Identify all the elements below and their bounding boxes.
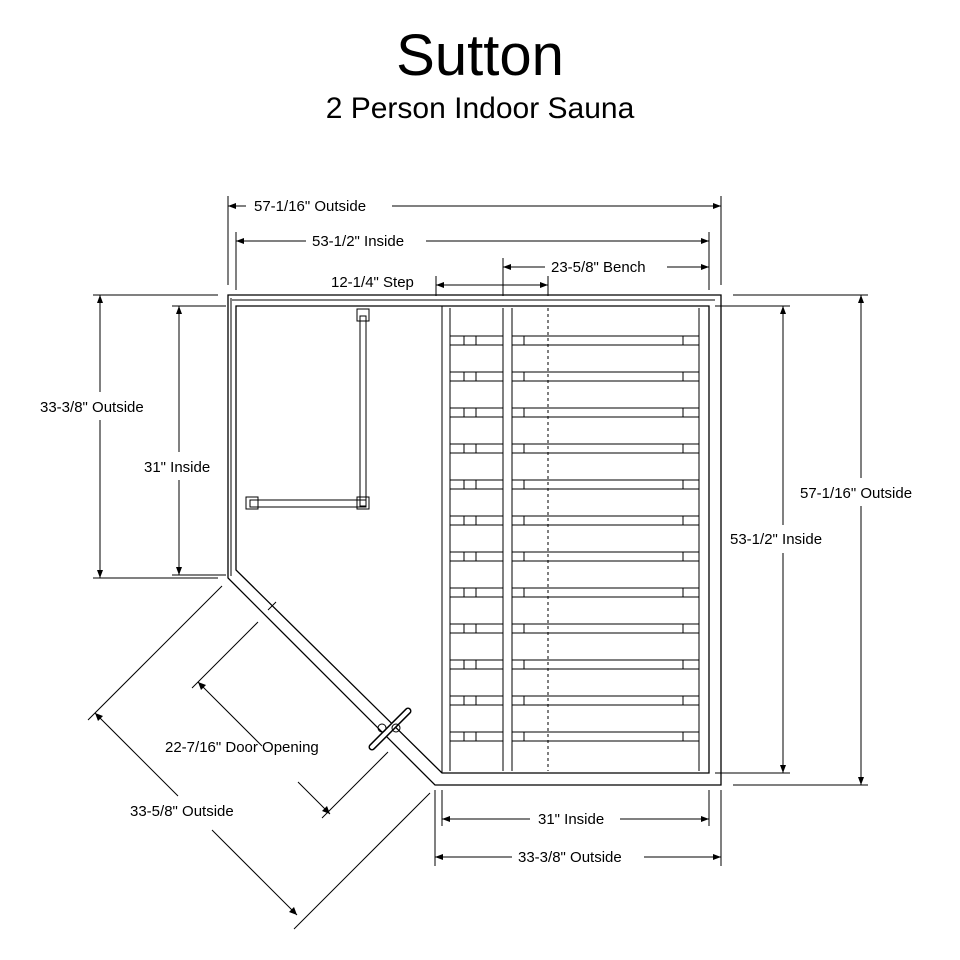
- extension-line: [321, 751, 389, 819]
- dim-top-inside: 53-1/2" Inside: [235, 232, 710, 290]
- dim-label-step: 12-1/4" Step: [331, 274, 414, 291]
- dim-right-inside: 53-1/2" Inside: [715, 305, 822, 774]
- dim-label-left-inside: 31" Inside: [144, 459, 210, 476]
- arrowhead: [701, 264, 709, 270]
- arrowhead: [436, 282, 444, 288]
- arrowhead: [780, 765, 786, 773]
- dim-label-right-inside: 53-1/2" Inside: [730, 531, 822, 548]
- arrowhead: [95, 713, 103, 721]
- inner-wall: [235, 305, 710, 774]
- arrowhead: [858, 295, 864, 303]
- dim-label-top-outside: 57-1/16" Outside: [254, 198, 366, 215]
- arrowhead: [858, 777, 864, 785]
- diagram-title: Sutton: [396, 23, 564, 88]
- arrowhead: [322, 806, 330, 814]
- guard-bracket-top: [356, 308, 370, 322]
- dim-diagonal-outside: 33-5/8" Outside: [87, 585, 431, 930]
- heater-guard: [245, 308, 370, 510]
- arrowhead: [540, 282, 548, 288]
- heater-guard-vertical: [359, 315, 367, 507]
- dimension-line: [197, 681, 263, 747]
- arrowhead: [97, 570, 103, 578]
- dim-bench: 23-5/8" Bench: [502, 258, 709, 296]
- dim-bottom-inside: 31" Inside: [441, 790, 710, 828]
- bench-slats: [450, 335, 699, 742]
- arrowhead: [435, 854, 443, 860]
- arrowhead: [713, 203, 721, 209]
- dim-label-bottom-inside: 31" Inside: [538, 811, 604, 828]
- dim-label-right-outside: 57-1/16" Outside: [800, 485, 912, 502]
- arrowhead: [442, 816, 450, 822]
- arrowhead: [97, 295, 103, 303]
- dim-label-diagonal-outside: 33-5/8" Outside: [130, 803, 234, 820]
- door-handle-mount: [391, 723, 401, 733]
- dim-label-top-inside: 53-1/2" Inside: [312, 233, 404, 250]
- dim-top-outside: 57-1/16" Outside: [227, 196, 722, 285]
- door: [267, 601, 412, 751]
- guard-bracket-corner: [356, 496, 370, 510]
- dimension-line: [94, 712, 179, 797]
- guard-bracket-left: [245, 496, 259, 510]
- arrowhead: [289, 907, 297, 915]
- extension-line: [87, 585, 223, 721]
- dim-left-outside: 33-3/8" Outside: [40, 294, 218, 579]
- arrowhead: [228, 203, 236, 209]
- arrowhead: [713, 854, 721, 860]
- dim-right-outside: 57-1/16" Outside: [733, 294, 912, 786]
- heater-guard-horizontal: [249, 499, 367, 508]
- arrowhead: [701, 816, 709, 822]
- dim-label-bottom-outside: 33-3/8" Outside: [518, 849, 622, 866]
- arrowhead: [176, 306, 182, 314]
- door-handle-bar-inner: [370, 709, 410, 749]
- dim-door-opening: 22-7/16" Door Opening: [165, 621, 389, 819]
- extension-line: [293, 792, 431, 930]
- dim-left-inside: 31" Inside: [144, 305, 226, 576]
- bench: [441, 306, 700, 773]
- dim-label-bench: 23-5/8" Bench: [551, 259, 646, 276]
- arrowhead: [176, 567, 182, 575]
- arrowhead: [198, 682, 206, 690]
- arrowhead: [503, 264, 511, 270]
- door-hinge-mark: [267, 601, 277, 611]
- dim-step: 12-1/4" Step: [331, 274, 549, 296]
- dimension-line: [211, 829, 298, 916]
- dim-bottom-outside: 33-3/8" Outside: [434, 790, 722, 866]
- extension-line: [191, 621, 259, 689]
- door-handle-mount: [377, 723, 387, 733]
- arrowhead: [780, 306, 786, 314]
- arrowhead: [236, 238, 244, 244]
- diagram-subtitle: 2 Person Indoor Sauna: [325, 92, 635, 125]
- arrowhead: [701, 238, 709, 244]
- dim-label-left-outside: 33-3/8" Outside: [40, 399, 144, 416]
- outer-wall: [227, 294, 722, 786]
- dim-label-door-opening: 22-7/16" Door Opening: [165, 739, 319, 756]
